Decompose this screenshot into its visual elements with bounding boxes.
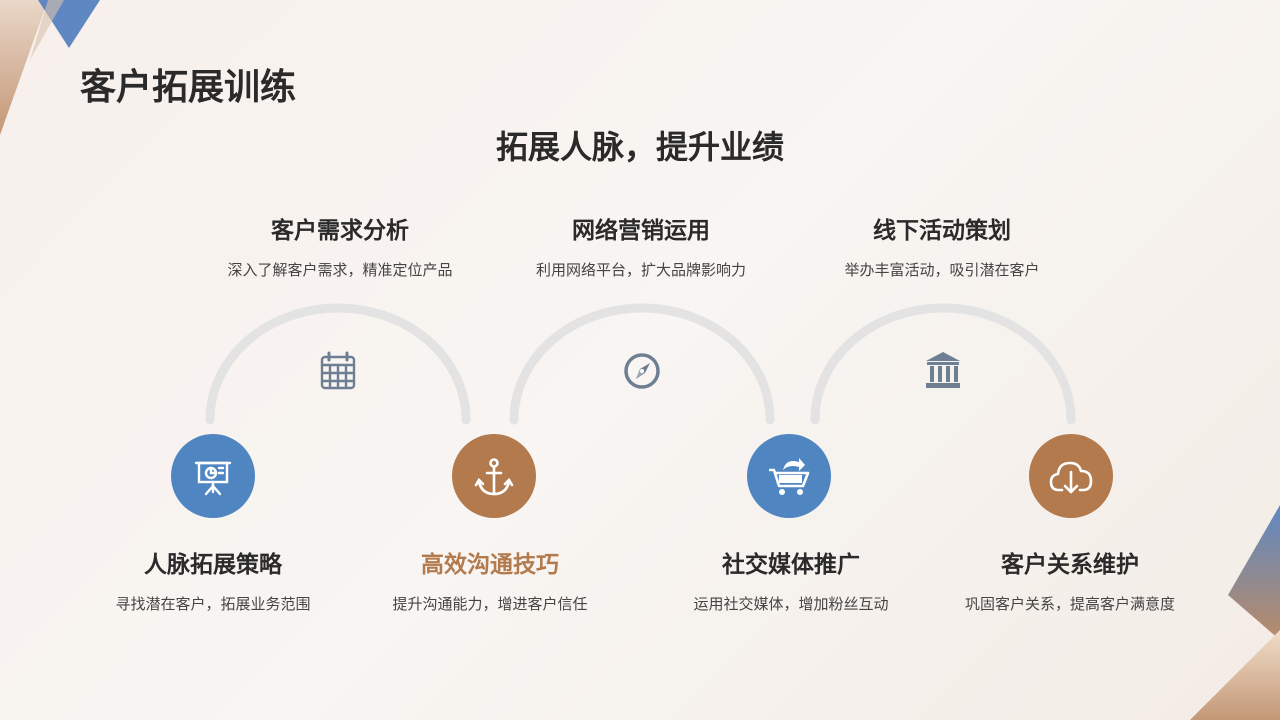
item-heading: 客户关系维护: [1001, 552, 1139, 578]
item-description: 运用社交媒体，增加粉丝互动: [693, 595, 889, 613]
bank-icon: [926, 352, 960, 388]
bottom-item-relationship: 客户关系维护 巩固客户关系，提高客户满意度: [900, 545, 1240, 614]
calendar-icon: [320, 351, 356, 390]
shopping-cart-icon: [769, 458, 810, 495]
compass-icon: [624, 353, 660, 389]
connector-arc-3: [810, 303, 1076, 425]
item-heading: 社交媒体推广: [722, 552, 860, 578]
item-description: 提升沟通能力，增进客户信任: [392, 595, 588, 613]
cloud-download-icon: [1049, 461, 1093, 494]
item-description: 寻找潜在客户，拓展业务范围: [115, 595, 311, 613]
bottom-item-communication: 高效沟通技巧 提升沟通能力，增进客户信任: [320, 545, 660, 614]
item-description: 举办丰富活动，吸引潜在客户: [844, 261, 1040, 279]
item-description: 巩固客户关系，提高客户满意度: [964, 595, 1175, 613]
item-heading: 网络营销运用: [572, 218, 710, 244]
item-description: 利用网络平台，扩大品牌影响力: [535, 261, 746, 279]
step-circle-1: [171, 434, 255, 518]
connector-arc-1: [205, 303, 471, 425]
item-heading: 客户需求分析: [271, 218, 409, 244]
item-heading: 高效沟通技巧: [421, 552, 559, 578]
corner-decoration-top-left: [0, 0, 100, 135]
connector-arc-2: [509, 303, 775, 425]
top-item-offline-events: 线下活动策划 举办丰富活动，吸引潜在客户: [772, 211, 1112, 280]
bottom-item-social-media: 社交媒体推广 运用社交媒体，增加粉丝互动: [621, 545, 961, 614]
corner-decoration-bottom-right: [1190, 505, 1280, 720]
item-heading: 线下活动策划: [873, 218, 1011, 244]
page-subtitle: 拓展人脉，提升业绩: [495, 128, 784, 166]
bottom-item-network-strategy: 人脉拓展策略 寻找潜在客户，拓展业务范围: [43, 545, 383, 614]
top-item-network-marketing: 网络营销运用 利用网络平台，扩大品牌影响力: [471, 211, 811, 280]
top-item-demand-analysis: 客户需求分析 深入了解客户需求，精准定位产品: [170, 211, 510, 280]
item-heading: 人脉拓展策略: [144, 552, 282, 578]
presentation-chart-icon: [194, 461, 232, 496]
item-description: 深入了解客户需求，精准定位产品: [227, 261, 453, 279]
anchor-icon: [474, 458, 514, 496]
page-title: 客户拓展训练: [80, 67, 297, 108]
